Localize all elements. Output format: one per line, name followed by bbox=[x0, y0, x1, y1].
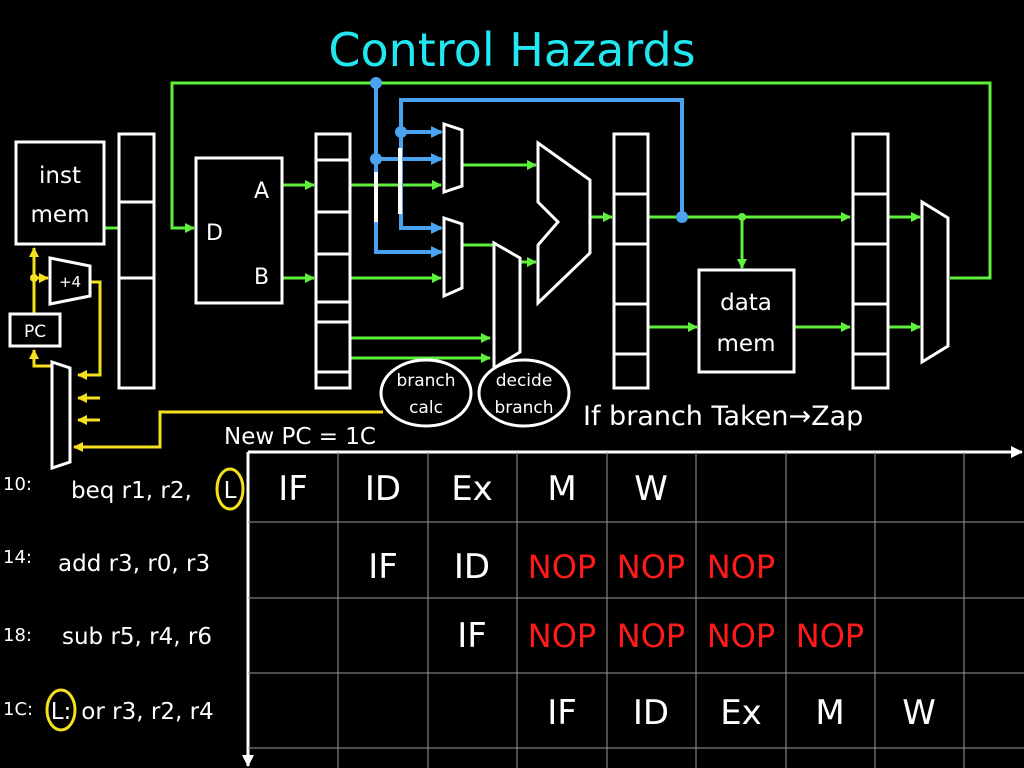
instruction-address: 18: bbox=[3, 625, 32, 646]
data-mem-label: data bbox=[720, 290, 772, 316]
instruction-address: 1C: bbox=[3, 699, 33, 720]
instruction-address: 14: bbox=[3, 547, 32, 568]
page-title: Control Hazards bbox=[328, 23, 695, 77]
nop-stage: NOP bbox=[528, 617, 596, 655]
pc-mux bbox=[50, 359, 72, 471]
forwarding-dots bbox=[370, 77, 688, 223]
forward-mux-a bbox=[442, 121, 464, 195]
regfile-b-label: B bbox=[254, 265, 269, 290]
instruction-text: or r3, r2, r4 bbox=[74, 699, 214, 725]
nop-stage: NOP bbox=[617, 548, 685, 586]
instruction-address: 10: bbox=[3, 474, 32, 495]
stage-if: IF bbox=[278, 469, 308, 509]
stage-if: IF bbox=[547, 693, 577, 733]
green-wires bbox=[104, 81, 992, 363]
register-file bbox=[194, 156, 284, 305]
stage-ex: Ex bbox=[720, 693, 762, 733]
stage-w: W bbox=[902, 693, 936, 733]
decide-branch-label: decide bbox=[496, 371, 553, 391]
if-id-register bbox=[117, 132, 156, 390]
nop-stage: NOP bbox=[528, 548, 596, 586]
stage-m: M bbox=[547, 469, 576, 509]
mem-wb-register bbox=[851, 132, 890, 390]
stage-id: ID bbox=[633, 693, 669, 733]
instruction-text: sub r5, r4, r6 bbox=[62, 624, 212, 650]
adder-plus4 bbox=[48, 256, 92, 306]
label-highlight-circle bbox=[45, 688, 77, 732]
pipeline-grid bbox=[242, 446, 1024, 768]
alu bbox=[536, 140, 592, 307]
inst-mem-label: inst bbox=[39, 163, 81, 189]
writeback-mux bbox=[920, 199, 950, 365]
junction-dot bbox=[30, 274, 38, 282]
zap-note: If branch Taken→Zap bbox=[583, 401, 863, 432]
inst-mem-label: mem bbox=[31, 202, 90, 228]
new-pc-label: New PC = 1C bbox=[224, 424, 376, 450]
instruction-list: 10: beq r1, r2, L 14: add r3, r0, r3 18:… bbox=[3, 467, 245, 732]
branch-calc-label: branch bbox=[396, 371, 455, 391]
branch-target-label: L bbox=[224, 478, 237, 504]
id-ex-register bbox=[314, 132, 352, 390]
regfile-a-label: A bbox=[254, 179, 269, 204]
stage-id: ID bbox=[365, 469, 401, 509]
nop-stage: NOP bbox=[617, 617, 685, 655]
regfile-d-label: D bbox=[206, 221, 223, 246]
junction-dot bbox=[738, 213, 746, 221]
nop-stage: NOP bbox=[796, 617, 864, 655]
instruction-text: add r3, r0, r3 bbox=[58, 551, 210, 577]
adder-label: +4 bbox=[59, 273, 81, 291]
stage-ex: Ex bbox=[451, 469, 493, 509]
stage-m: M bbox=[815, 693, 844, 733]
label-highlight-circle bbox=[215, 467, 245, 511]
data-mem-label: mem bbox=[717, 331, 776, 357]
branch-calc-label: calc bbox=[409, 398, 443, 418]
decide-branch-ellipse bbox=[477, 358, 571, 428]
datapath-components bbox=[8, 121, 950, 471]
branch-decide-mux bbox=[492, 240, 522, 371]
nop-stage: NOP bbox=[707, 617, 775, 655]
inst-mem-box bbox=[14, 140, 106, 246]
ex-mem-register bbox=[612, 132, 650, 390]
stage-if: IF bbox=[368, 547, 398, 587]
forward-mux-b bbox=[442, 215, 464, 299]
instruction-text: beq r1, r2, bbox=[71, 478, 192, 504]
nop-stage: NOP bbox=[707, 548, 775, 586]
pc-label: PC bbox=[24, 322, 46, 342]
target-label: L: bbox=[51, 699, 72, 725]
forwarding-wires bbox=[374, 83, 684, 258]
stage-if: IF bbox=[457, 616, 487, 656]
stage-w: W bbox=[634, 469, 668, 509]
decide-branch-label: branch bbox=[494, 398, 553, 418]
pc-box bbox=[8, 312, 62, 348]
data-mem-box bbox=[697, 268, 796, 374]
yellow-wires bbox=[29, 247, 383, 452]
stage-id: ID bbox=[454, 547, 490, 587]
branch-calc-ellipse bbox=[379, 358, 473, 428]
